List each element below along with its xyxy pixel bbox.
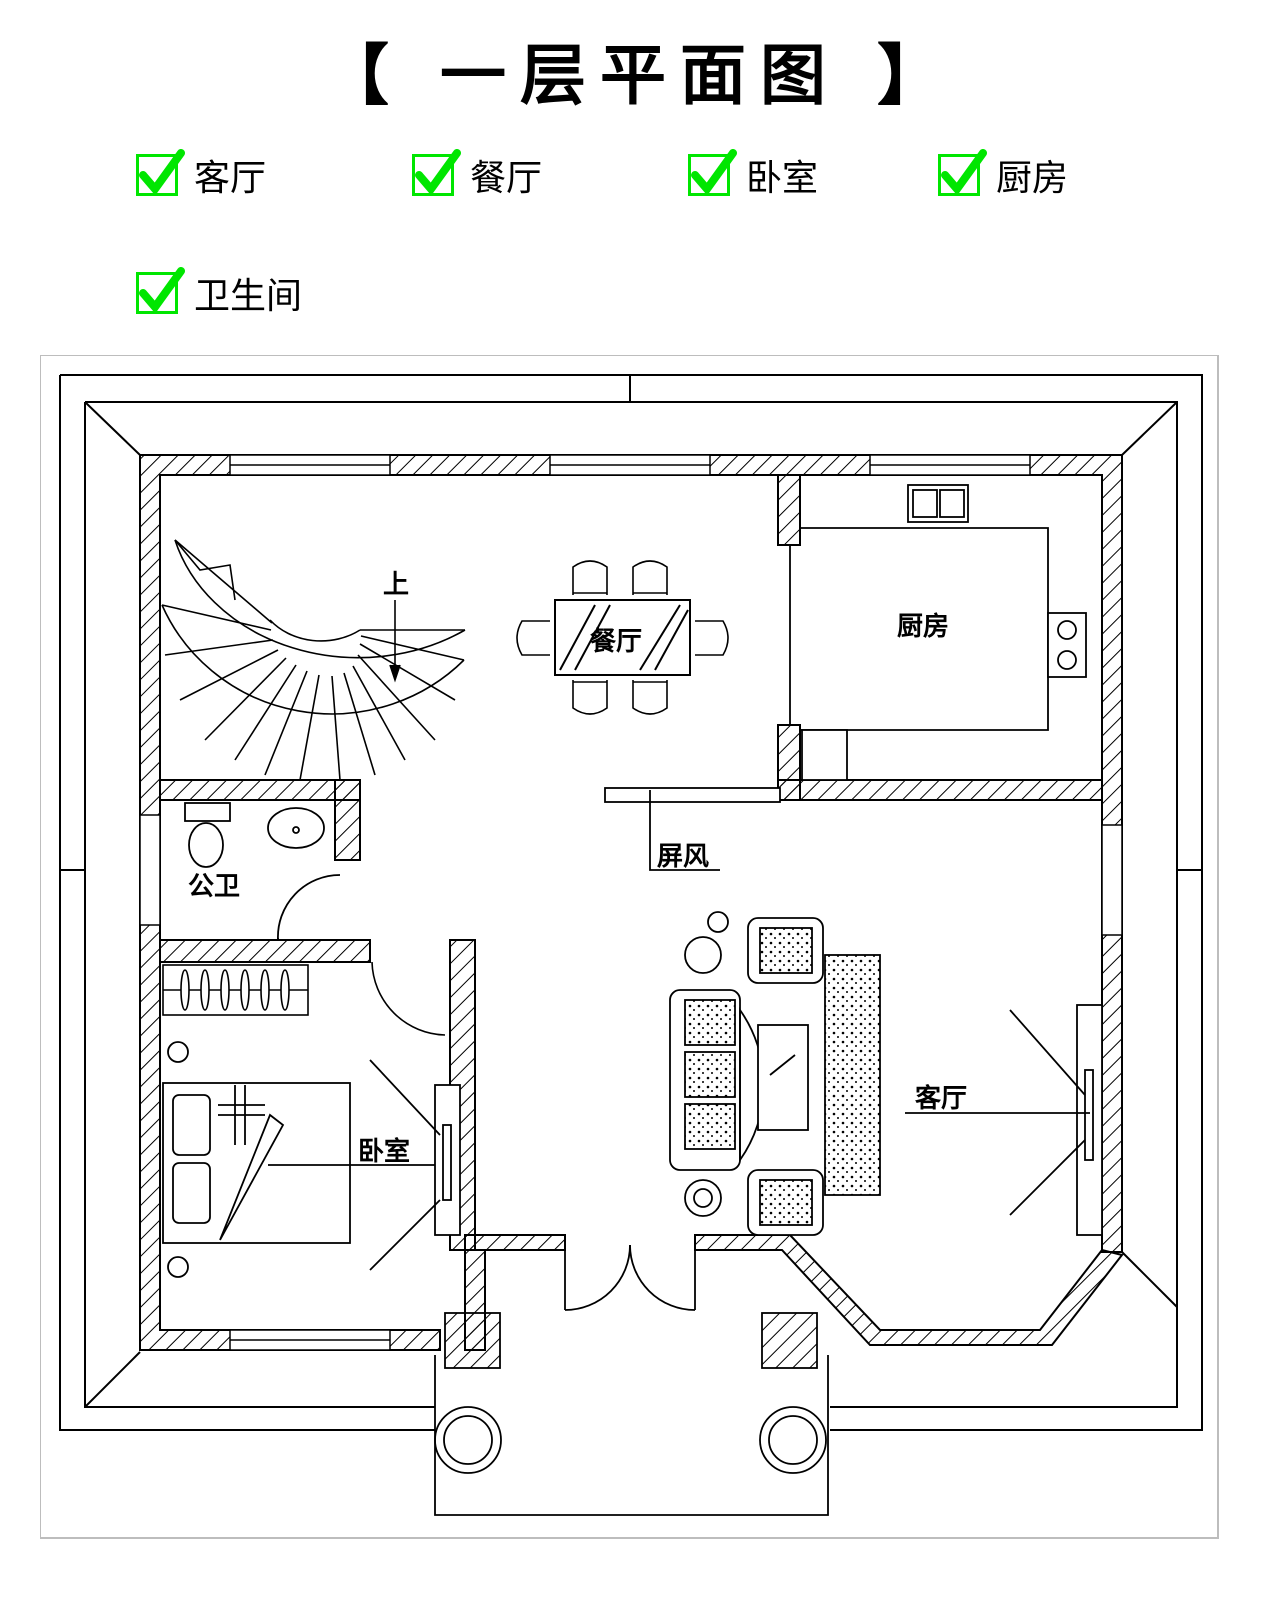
bed	[162, 1041, 461, 1278]
dining-label: 餐厅	[590, 627, 642, 657]
checkmark-icon	[688, 149, 737, 196]
legend-label: 客厅	[194, 158, 267, 199]
legend-label: 厨房	[996, 158, 1069, 199]
tv-cabinet	[905, 1004, 1103, 1236]
interior-walls	[159, 474, 1103, 1251]
checkmark-icon	[938, 149, 987, 196]
floor-plan: 上 餐厅 厨房 屏风	[39, 354, 1220, 1540]
windows	[139, 454, 1123, 1351]
legend-label: 卧室	[746, 158, 819, 199]
page-title: 【 一层平面图 】	[323, 37, 957, 114]
legend-item-bathroom: 卫生间	[136, 267, 303, 318]
dining-table	[554, 599, 691, 676]
bedroom-wardrobe	[162, 961, 446, 1036]
screen-label: 屏风	[657, 842, 709, 872]
dining-chairs	[516, 560, 729, 715]
legend-label: 餐厅	[470, 158, 543, 199]
sofa-set	[669, 911, 881, 1236]
legend-item-kitchen: 厨房	[938, 149, 1069, 200]
roof-outline	[59, 374, 1203, 1431]
spiral-staircase	[161, 539, 466, 781]
legend-item-dining: 餐厅	[412, 149, 543, 200]
checkmark-icon	[412, 149, 461, 196]
legend-label: 卫生间	[194, 276, 303, 317]
legend-item-bedroom: 卧室	[688, 149, 819, 200]
kitchen-counter	[789, 484, 1087, 781]
legend-item-living: 客厅	[136, 149, 267, 200]
bedroom-label: 卧室	[358, 1136, 410, 1167]
checkmark-icon	[136, 149, 185, 196]
screen-partition	[604, 787, 781, 871]
bathroom-label: 公卫	[188, 872, 240, 902]
kitchen-label: 厨房	[897, 612, 949, 642]
stair-up-label: 上	[383, 570, 409, 600]
living-room-label: 客厅	[915, 1083, 967, 1114]
entry	[434, 1244, 829, 1516]
bathroom-fixtures	[184, 802, 341, 941]
checkmark-icon	[136, 267, 185, 314]
frame-border	[39, 354, 1219, 1539]
